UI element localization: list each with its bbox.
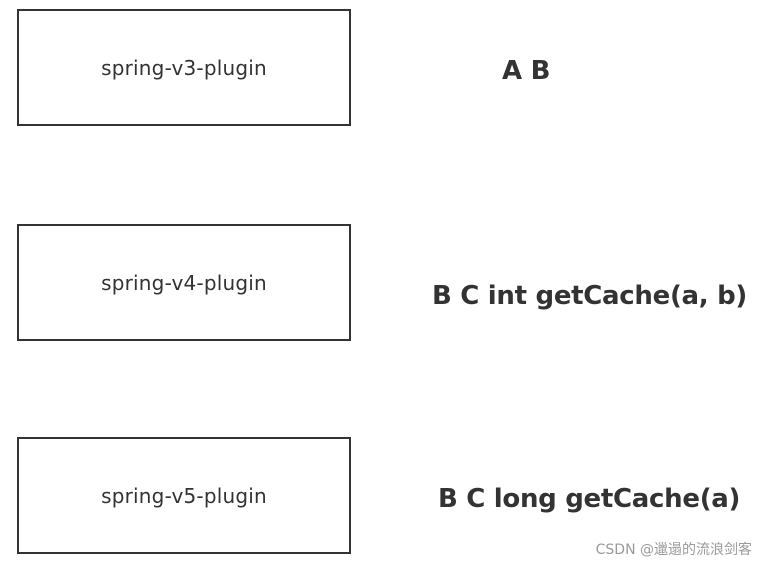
plugin-note-spring-v4: B C int getCache(a, b) xyxy=(432,281,748,311)
plugin-note-spring-v3: A B xyxy=(502,56,551,86)
watermark: CSDN @邋遢的流浪剑客 xyxy=(595,542,752,558)
plugin-label-spring-v5: spring-v5-plugin xyxy=(101,483,267,508)
plugin-label-spring-v4: spring-v4-plugin xyxy=(101,270,267,295)
plugin-label-spring-v3: spring-v3-plugin xyxy=(101,55,267,80)
plugin-box-spring-v4: spring-v4-plugin xyxy=(17,224,351,341)
plugin-box-spring-v3: spring-v3-plugin xyxy=(17,9,351,126)
plugin-box-spring-v5: spring-v5-plugin xyxy=(17,437,351,554)
plugin-note-spring-v5: B C long getCache(a) xyxy=(438,484,741,514)
